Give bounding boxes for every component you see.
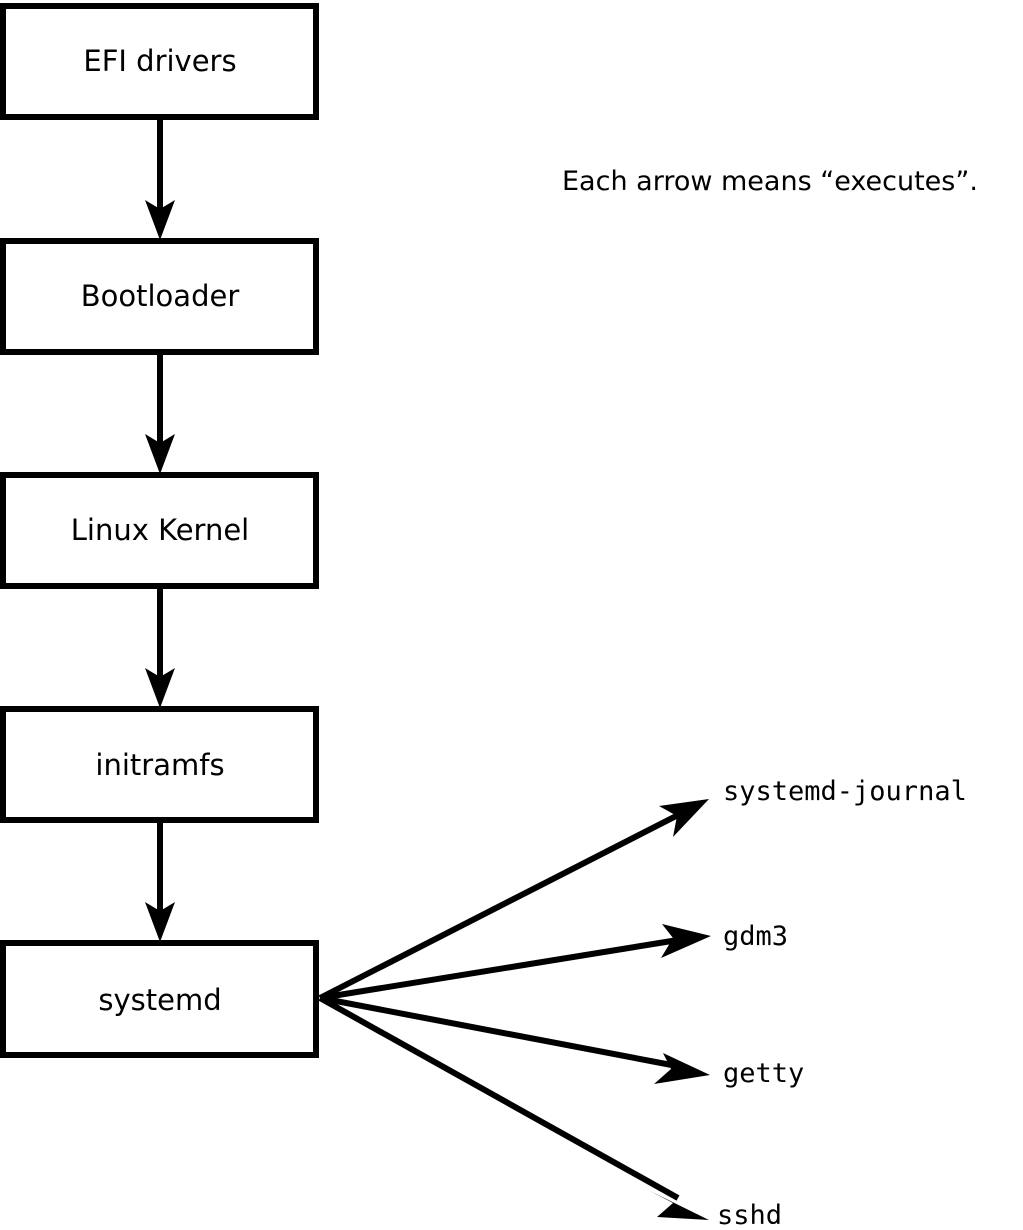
arrow-head-down [145,434,175,474]
arrow-head-down [145,902,175,942]
node-box-outline [0,3,319,120]
arrow-head-down [145,668,175,708]
arrow-head-diagonal [661,924,711,958]
flow-arrow-kernel-to-initramfs [145,588,175,708]
fan-arrow-getty [319,995,710,1084]
node-box-outline [0,238,319,355]
fan-arrow-line [319,936,685,1001]
arrow-head-diagonal [654,1053,710,1084]
node-box-systemd[interactable]: systemd [0,940,319,1058]
node-box-label: EFI drivers [83,44,236,78]
arrow-head-diagonal [650,1191,709,1220]
fan-arrow-gdm3 [319,924,711,1001]
flow-arrow-bootloader-to-kernel [145,354,175,474]
node-box-outline [0,940,319,1058]
fan-arrow-sshd [318,995,709,1220]
diagram-caption: Each arrow means “executes”. [562,166,978,197]
node-box-efi-drivers[interactable]: EFI drivers [0,3,319,120]
node-box-label: initramfs [95,748,224,782]
arrow-head-down [145,200,175,240]
leaf-label-systemd-journal: systemd-journal [723,776,967,807]
node-box-bootloader[interactable]: Bootloader [0,238,319,355]
fan-arrow-line [318,810,684,1001]
fan-arrow-line [318,995,680,1201]
fan-arrow-systemd-journal [318,799,709,1001]
leaf-label-getty: getty [723,1058,804,1089]
node-box-label: systemd [98,983,221,1017]
fan-arrow-line [319,995,683,1070]
node-box-outline [0,706,319,823]
arrow-head-diagonal [659,799,709,837]
leaf-label-sshd: sshd [717,1200,782,1230]
leaf-label-gdm3: gdm3 [723,921,788,952]
flow-arrow-initramfs-to-systemd [145,822,175,942]
node-box-outline [0,472,319,589]
node-box-linux-kernel[interactable]: Linux Kernel [0,472,319,589]
node-box-initramfs[interactable]: initramfs [0,706,319,823]
node-box-label: Linux Kernel [71,513,249,547]
node-box-label: Bootloader [81,279,240,313]
flow-arrow-efi-to-bootloader [145,119,175,240]
